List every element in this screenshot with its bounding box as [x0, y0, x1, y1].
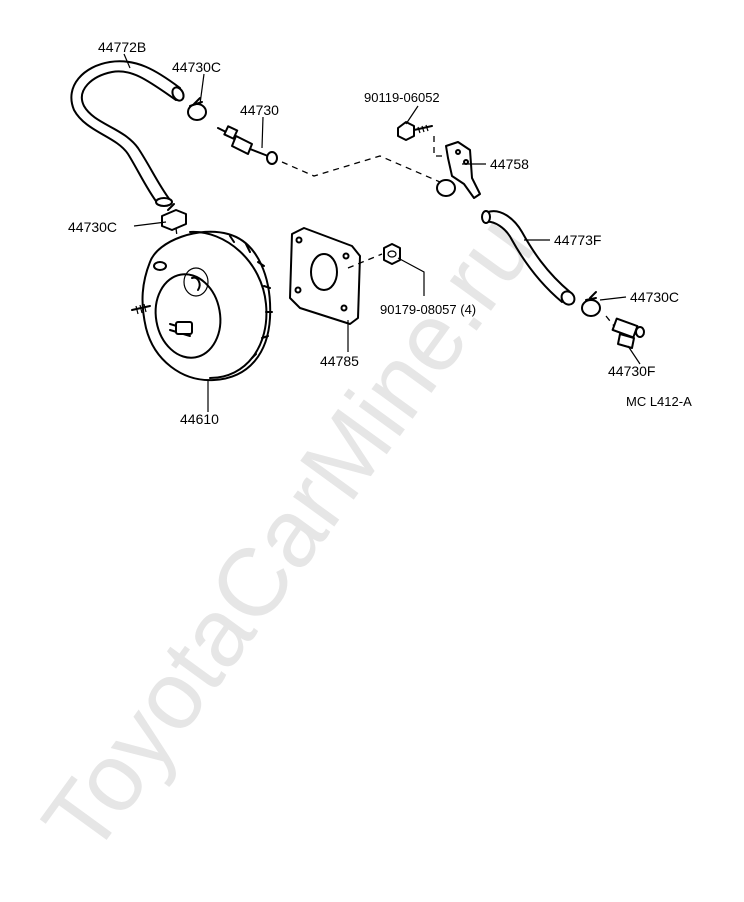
label-44758: 44758: [490, 156, 529, 172]
label-90119-06052: 90119-06052: [364, 90, 440, 105]
label-44610: 44610: [180, 411, 219, 427]
hose-44772b-icon: [70, 60, 185, 207]
label-44730c-right: 44730C: [630, 289, 679, 305]
bolt-dashline: [433, 136, 446, 157]
brake-booster-44610-icon: [131, 230, 273, 382]
gasket-44785-icon: [289, 227, 361, 325]
label-44730c-top: 44730C: [172, 59, 221, 75]
bolt-90119-icon: [397, 121, 433, 141]
label-44785: 44785: [320, 353, 359, 369]
clamp-left-icon: [161, 203, 187, 231]
label-44730f: 44730F: [608, 363, 655, 379]
check-valve-44730-icon: [217, 125, 278, 165]
booster-hose-dashline: [175, 227, 181, 263]
bracket-44758-icon: [436, 141, 481, 199]
clamp-top-icon: [187, 97, 207, 121]
watermark-text: ToyotaCarMine.ru: [22, 197, 554, 873]
clamp-right-icon: [581, 291, 601, 317]
hose-routing-dashline: [281, 155, 441, 183]
label-90179-08057: 90179-08057 (4): [380, 302, 476, 317]
nut-90179-icon: [383, 243, 401, 265]
fitting-44730f-icon: [605, 315, 645, 349]
leader-lines: [123, 53, 641, 412]
label-44730c-left: 44730C: [68, 219, 117, 235]
hose-44773f-icon: [481, 210, 576, 306]
label-44730: 44730: [240, 102, 279, 118]
label-44772b: 44772B: [98, 39, 146, 55]
label-44773f: 44773F: [554, 232, 601, 248]
diagram-code: MC L412-A: [626, 394, 692, 409]
